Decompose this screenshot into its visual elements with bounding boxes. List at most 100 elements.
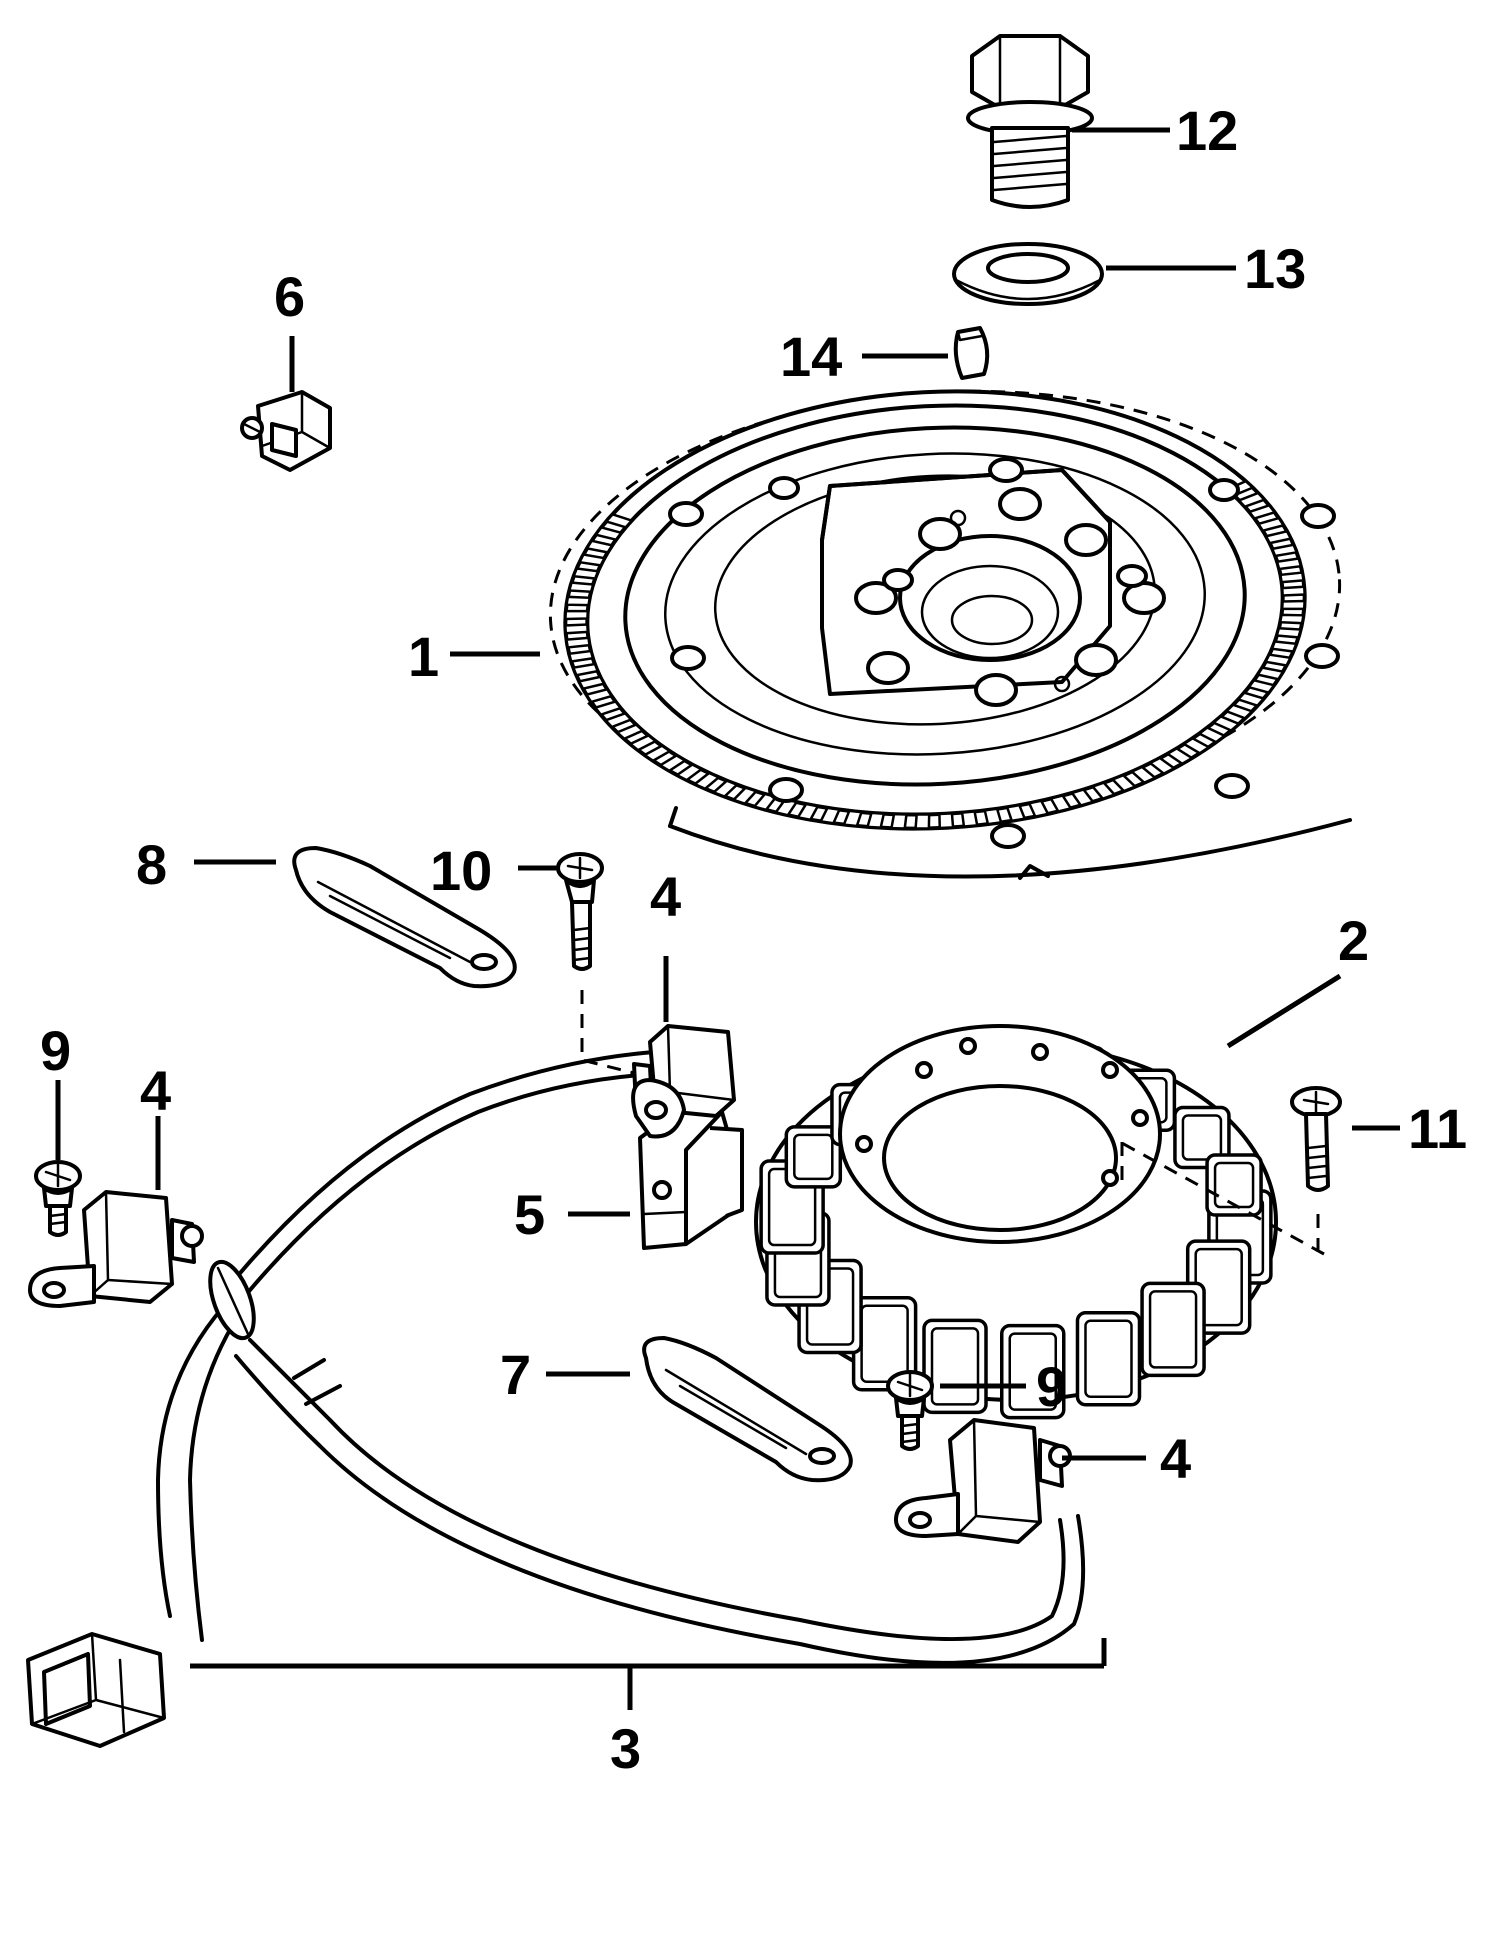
gear-tooth xyxy=(1129,765,1158,785)
strap-lower-part xyxy=(642,1336,853,1483)
gear-tooth xyxy=(842,809,864,828)
stator-coil xyxy=(1140,1281,1206,1378)
gear-tooth xyxy=(564,623,590,635)
callout-2: 2 xyxy=(1338,909,1369,972)
gear-tooth xyxy=(627,733,658,752)
gear-tooth xyxy=(565,636,592,649)
gear-tooth xyxy=(1275,557,1303,571)
callout-7: 7 xyxy=(500,1343,531,1406)
gear-tooth xyxy=(795,802,820,822)
gear-tooth xyxy=(865,811,886,829)
gear-tooth xyxy=(1090,781,1117,801)
gear-tooth xyxy=(603,512,634,529)
gear-tooth xyxy=(1224,703,1255,720)
stator-coil xyxy=(1075,1310,1142,1407)
gear-tooth xyxy=(889,812,908,830)
gear-tooth xyxy=(1070,788,1096,807)
pickup-screw-part xyxy=(556,852,647,1078)
gear-tooth xyxy=(1280,599,1306,611)
flywheel-ring-gear-teeth xyxy=(564,479,1306,830)
gear-tooth xyxy=(577,675,606,691)
flywheel-part xyxy=(548,389,1352,880)
gear-tooth xyxy=(593,525,624,542)
callout-14: 14 xyxy=(780,325,842,388)
wire-harness-part xyxy=(156,1050,1086,1665)
stator-screw-part xyxy=(1119,1086,1342,1256)
stator-coil xyxy=(922,1318,988,1415)
gear-tooth xyxy=(1236,691,1267,708)
bracket-part xyxy=(638,1102,744,1250)
gear-tooth xyxy=(1256,516,1286,533)
gear-tooth xyxy=(1236,491,1267,509)
callout-6: 6 xyxy=(274,265,305,328)
gear-tooth xyxy=(960,810,979,828)
sensor-screw-left-part xyxy=(34,1160,82,1237)
gear-tooth xyxy=(1278,613,1305,625)
gear-tooth xyxy=(1181,736,1212,755)
gear-tooth xyxy=(577,553,607,567)
stator-coil xyxy=(1000,1323,1066,1420)
gear-tooth xyxy=(567,649,595,663)
callout-11: 11 xyxy=(1408,1097,1467,1160)
gear-tooth xyxy=(1196,726,1227,744)
gear-tooth xyxy=(571,662,600,677)
callout-12: 12 xyxy=(1176,99,1238,162)
pulser-coil-left-part xyxy=(28,1190,204,1308)
callout-13: 13 xyxy=(1244,237,1306,300)
callout-10: 10 xyxy=(430,839,492,902)
callout-1: 1 xyxy=(408,625,439,688)
stator-coil xyxy=(784,1125,843,1189)
gear-tooth xyxy=(642,744,673,763)
gear-tooth xyxy=(614,723,645,741)
pulser-coil-right-part xyxy=(894,1418,1072,1544)
gear-tooth xyxy=(1147,756,1177,776)
flywheel-hub-bosses xyxy=(854,487,1166,707)
gear-tooth xyxy=(1005,803,1027,823)
gear-tooth xyxy=(1255,666,1286,681)
gear-tooth xyxy=(657,753,688,773)
gear-tooth xyxy=(1264,529,1293,545)
callout-9-left: 9 xyxy=(40,1019,71,1082)
gear-tooth xyxy=(752,792,779,812)
gear-tooth xyxy=(1278,571,1305,584)
gear-tooth xyxy=(983,807,1003,826)
gear-tooth xyxy=(1247,503,1277,520)
gear-tooth xyxy=(571,567,600,580)
gear-tooth xyxy=(938,812,955,830)
gear-tooth xyxy=(1110,773,1138,793)
gear-tooth xyxy=(1270,543,1299,558)
callout-4-right: 4 xyxy=(1160,1427,1191,1490)
gear-tooth xyxy=(1275,626,1303,639)
callout-3: 3 xyxy=(610,1717,641,1780)
gear-tooth xyxy=(584,687,614,704)
stator-coil xyxy=(1173,1105,1231,1170)
strap-upper-part xyxy=(292,846,517,989)
gear-tooth xyxy=(1027,799,1050,819)
gear-tooth xyxy=(584,539,615,554)
flywheel-rim-holes xyxy=(668,457,1340,849)
woodruff-key-part xyxy=(953,326,990,380)
gear-tooth xyxy=(593,700,623,717)
callout-8: 8 xyxy=(136,833,167,896)
stator-part xyxy=(754,1024,1278,1420)
gear-tooth xyxy=(1246,678,1277,695)
gear-tooth xyxy=(731,786,759,806)
gear-tooth xyxy=(818,806,842,825)
washer-part xyxy=(952,242,1104,306)
gear-tooth xyxy=(674,763,704,782)
gear-tooth xyxy=(1165,747,1195,766)
gear-tooth xyxy=(1049,794,1073,813)
gear-tooth xyxy=(692,771,722,791)
flange-bolt-part xyxy=(966,34,1094,209)
callout-4-left: 4 xyxy=(140,1059,171,1122)
harness-connector-part xyxy=(26,1632,166,1748)
gear-tooth xyxy=(567,581,595,594)
gear-tooth xyxy=(565,595,592,607)
gear-tooth xyxy=(603,711,634,729)
gear-tooth xyxy=(914,813,931,830)
gear-tooth xyxy=(1280,585,1306,597)
callout-5: 5 xyxy=(514,1183,545,1246)
gear-tooth xyxy=(1270,640,1299,653)
cable-clamp-part xyxy=(240,390,332,472)
